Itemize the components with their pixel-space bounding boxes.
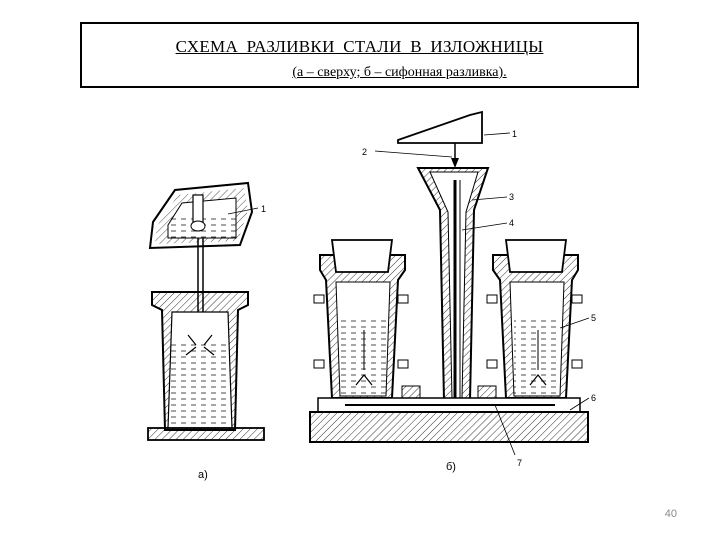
central-runner bbox=[416, 167, 490, 401]
base-plate-a bbox=[147, 427, 265, 441]
mould-a bbox=[151, 291, 249, 431]
page-number: 40 bbox=[664, 508, 677, 520]
callout-b-7: 7 bbox=[517, 458, 522, 468]
callout-b-5: 5 bbox=[591, 313, 596, 323]
label-b: б) bbox=[446, 461, 456, 473]
callout-b-4: 4 bbox=[509, 218, 514, 228]
callout-b-1: 1 bbox=[512, 129, 517, 139]
siphon-pouring-scheme: 1 2 3 4 5 6 7 б) bbox=[309, 110, 596, 473]
ladle-b bbox=[397, 110, 483, 144]
callout-a-1: 1 bbox=[261, 204, 266, 214]
top-pouring-scheme: 1 а) bbox=[147, 181, 266, 481]
ladle-a bbox=[148, 181, 254, 250]
base-plate-b bbox=[309, 411, 589, 443]
page-subtitle: (а – сверху; б – сифонная разливка). bbox=[292, 65, 507, 80]
label-a: а) bbox=[198, 469, 208, 481]
callout-b-6: 6 bbox=[591, 393, 596, 403]
mould-left-b bbox=[313, 239, 409, 399]
mould-right-b bbox=[486, 239, 583, 399]
callout-b-3: 3 bbox=[509, 192, 514, 202]
callout-b-2: 2 bbox=[362, 147, 367, 157]
title-box: СХЕМА РАЗЛИВКИ СТАЛИ В ИЗЛОЖНИЦЫ (а – св… bbox=[80, 22, 639, 88]
page-title: СХЕМА РАЗЛИВКИ СТАЛИ В ИЗЛОЖНИЦЫ bbox=[175, 37, 544, 56]
